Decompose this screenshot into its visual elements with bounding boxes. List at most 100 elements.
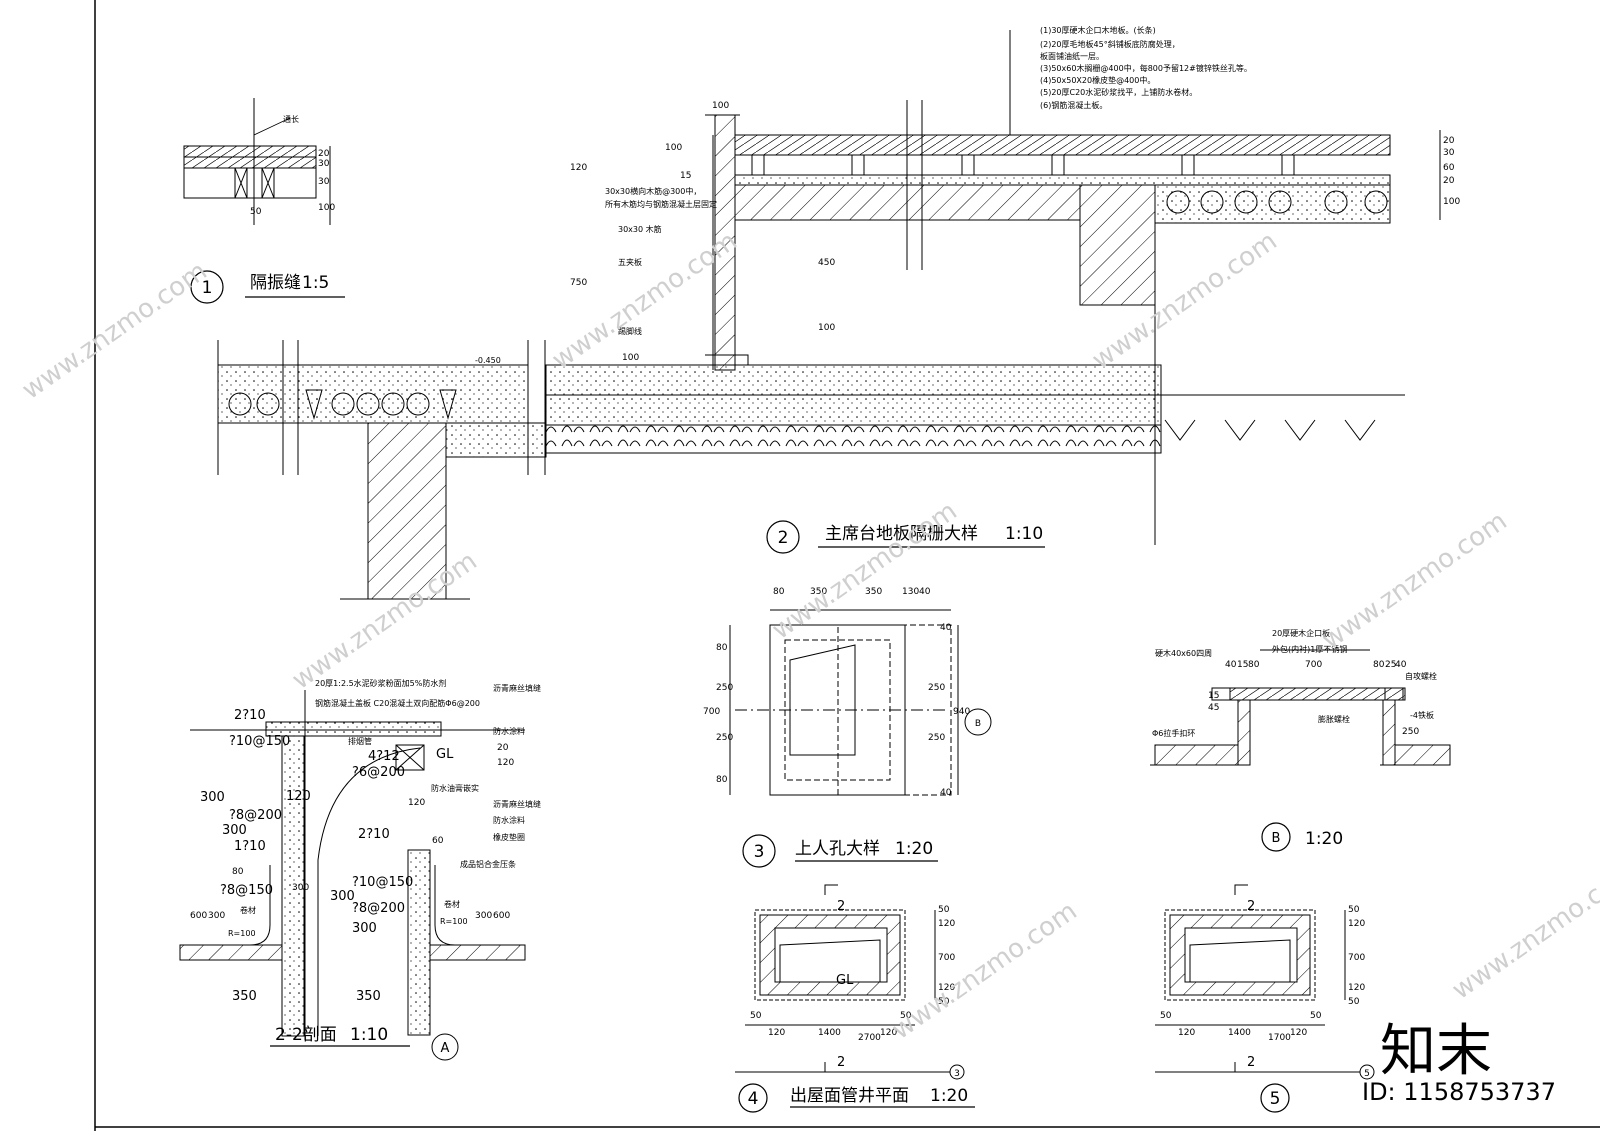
dA-title: 2-2剖面 bbox=[275, 1025, 337, 1045]
d2-dim: 15 bbox=[680, 171, 691, 181]
d2-dim: 750 bbox=[570, 278, 587, 288]
d2-dim: 20 bbox=[1443, 136, 1455, 146]
d2-note: 所有木筋均与钢筋混凝土层固定 bbox=[605, 199, 717, 209]
d2-number: 2 bbox=[778, 528, 789, 548]
d1-dim: 100 bbox=[318, 203, 335, 213]
d4-title: 出屋面管井平面 bbox=[790, 1086, 909, 1106]
d3-dim-right: 40 bbox=[940, 788, 952, 798]
d2-note: 30x30 木筋 bbox=[618, 224, 662, 234]
d5-dim-right: 50 bbox=[1348, 997, 1360, 1007]
d4-dim-right: 50 bbox=[938, 905, 950, 915]
dA-note: 排烟管 bbox=[348, 736, 372, 746]
detail-1-isolation-joint bbox=[183, 98, 345, 304]
dA-rebar: 300 bbox=[200, 790, 225, 805]
d1-dim: 30 bbox=[318, 159, 330, 169]
dB-note: 外包(内衬)1厚不锈钢 bbox=[1272, 644, 1347, 654]
detail-b-hatch-section bbox=[1150, 649, 1451, 852]
dA-note: 卷材 bbox=[240, 905, 256, 915]
d3-dim-top: 350 bbox=[865, 587, 882, 597]
dA-note: 沥青麻丝填缝 bbox=[493, 683, 541, 693]
d4-dim-bottom: 120 bbox=[880, 1028, 897, 1038]
d2-layer: (2)20厚毛地板45°斜铺板底防腐处理， bbox=[1040, 39, 1180, 49]
d2-layer: (5)20厚C20水泥砂浆找平，上铺防水卷材。 bbox=[1040, 87, 1197, 97]
d4-section: 2 bbox=[837, 899, 845, 914]
wm-brand: 知末 bbox=[1380, 1019, 1492, 1084]
dB-scale: 1:20 bbox=[1305, 829, 1343, 849]
detail-2-platform-floor bbox=[217, 30, 1441, 600]
wm-site: www.znzmo.com bbox=[1317, 506, 1513, 656]
wm-site: www.znzmo.com bbox=[17, 256, 213, 406]
d4-dim-bottom: 1400 bbox=[818, 1028, 841, 1038]
dA-rebar: 2?10 bbox=[234, 708, 266, 723]
d3-dim-right: 40 bbox=[940, 623, 952, 633]
d3-dim-top: 350 bbox=[810, 587, 827, 597]
dB-dim: 45 bbox=[1208, 703, 1219, 713]
d4-scale: 1:20 bbox=[930, 1086, 968, 1106]
d2-dim: 100 bbox=[622, 353, 639, 363]
d5-dim-bottom: 120 bbox=[1290, 1028, 1307, 1038]
d4-dim-right: 50 bbox=[938, 997, 950, 1007]
d5-dim-right: 120 bbox=[1348, 983, 1365, 993]
dA-rebar: ?8@200 bbox=[352, 901, 405, 916]
d1-dim: 50 bbox=[250, 207, 262, 217]
detail-4-pipe-shaft-plan bbox=[735, 884, 975, 1113]
d5-dim-bottom: 50 bbox=[1160, 1011, 1172, 1021]
d5-grid: 5 bbox=[1364, 1069, 1370, 1079]
d4-section: 2 bbox=[837, 1055, 845, 1070]
dA-rebar: ?10@150 bbox=[229, 734, 290, 749]
dA-dim: 20 bbox=[497, 743, 509, 753]
wm-site: www.znzmo.com bbox=[1447, 856, 1600, 1006]
dA-dim: 300 bbox=[208, 911, 225, 921]
d5-dim-right: 50 bbox=[1348, 905, 1360, 915]
dA-dim: 300 bbox=[292, 883, 309, 893]
d2-title: 主席台地板隔栅大样 bbox=[825, 524, 978, 544]
d3-scale: 1:20 bbox=[895, 839, 933, 859]
d2-dim: 100 bbox=[665, 143, 682, 153]
dB-dim: 80 bbox=[1248, 660, 1260, 670]
dA-rebar: ?6@200 bbox=[352, 765, 405, 780]
d3-dim-top: 130 bbox=[902, 587, 919, 597]
dA-rebar: 300 bbox=[330, 889, 355, 904]
dA-gl: GL bbox=[436, 747, 454, 762]
dA-dim: 350 bbox=[356, 989, 381, 1004]
d2-dim: 100 bbox=[818, 323, 835, 333]
d3-marker: B bbox=[975, 719, 981, 729]
dA-dim: 600 bbox=[190, 911, 207, 921]
d2-dim: 30 bbox=[1443, 148, 1455, 158]
d4-dim-bottom: 50 bbox=[900, 1011, 912, 1021]
dB-note: Φ6拉手扣环 bbox=[1152, 728, 1195, 738]
d3-dim-left: 250 bbox=[716, 733, 733, 743]
d1-title: 隔振缝 bbox=[250, 273, 301, 293]
wm-site: www.znzmo.com bbox=[887, 896, 1083, 1046]
dA-note: 钢筋混凝土盖板 C20混凝土双向配筋Φ6@200 bbox=[315, 698, 480, 708]
dA-note: 沥青麻丝填缝 bbox=[493, 799, 541, 809]
dA-rebar: 300 bbox=[352, 921, 377, 936]
d2-layer: 板面铺油纸一层。 bbox=[1040, 51, 1104, 61]
dB-dim: 700 bbox=[1305, 660, 1322, 670]
d4-dim-bottom: 2700 bbox=[858, 1033, 881, 1043]
d1-scale: 1:5 bbox=[302, 273, 329, 293]
d3-dim-left: 250 bbox=[716, 683, 733, 693]
d1-number: 1 bbox=[202, 278, 213, 298]
d5-section: 2 bbox=[1247, 1055, 1255, 1070]
dA-rebar: 1?10 bbox=[234, 839, 266, 854]
dB-dim: 250 bbox=[1402, 727, 1419, 737]
dA-rebar: 300 bbox=[222, 823, 247, 838]
d2-layer: (1)30厚硬木企口木地板。(长条) bbox=[1040, 25, 1156, 35]
dB-dim: 80 bbox=[1373, 660, 1385, 670]
d5-number: 5 bbox=[1270, 1089, 1281, 1109]
d2-note: 踢脚线 bbox=[618, 326, 642, 336]
dA-note: 橡皮垫圈 bbox=[493, 832, 525, 842]
d5-dim-bottom: 50 bbox=[1310, 1011, 1322, 1021]
d5-dim-right: 120 bbox=[1348, 919, 1365, 929]
d2-dim: 100 bbox=[1443, 197, 1460, 207]
d3-dim-top: 80 bbox=[773, 587, 785, 597]
d3-dim-left: 80 bbox=[716, 775, 728, 785]
d2-dim: 450 bbox=[818, 258, 835, 268]
d3-dim-left: 80 bbox=[716, 643, 728, 653]
d4-dim-right: 120 bbox=[938, 983, 955, 993]
d5-dim-right: 700 bbox=[1348, 953, 1365, 963]
dA-rebar: 2?10 bbox=[358, 827, 390, 842]
detail-a-section-2-2 bbox=[179, 690, 526, 1061]
